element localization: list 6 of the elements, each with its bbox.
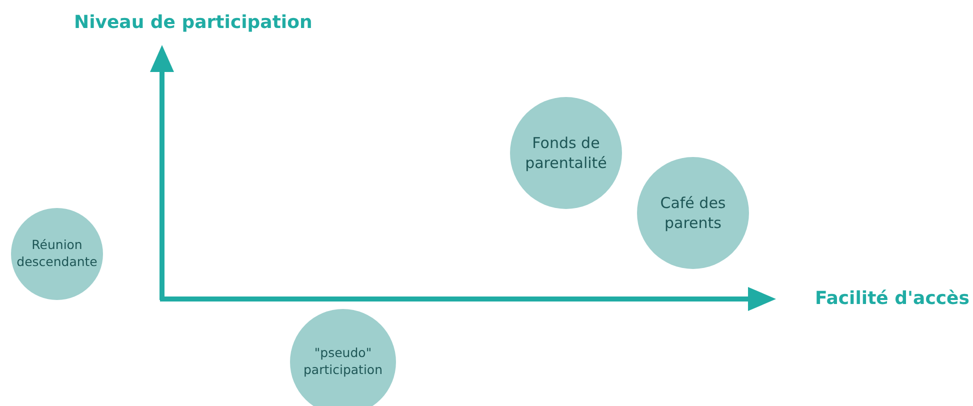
axis-title: Facilité d'accès (815, 288, 970, 309)
axis-title: Niveau de participation (74, 12, 312, 33)
circle-node: Réunion descendante (11, 208, 103, 300)
circle-node: Fonds de parentalité (510, 97, 622, 209)
circle-node: Café des parents (637, 157, 749, 269)
circle-node: "pseudo" participation (290, 309, 396, 406)
